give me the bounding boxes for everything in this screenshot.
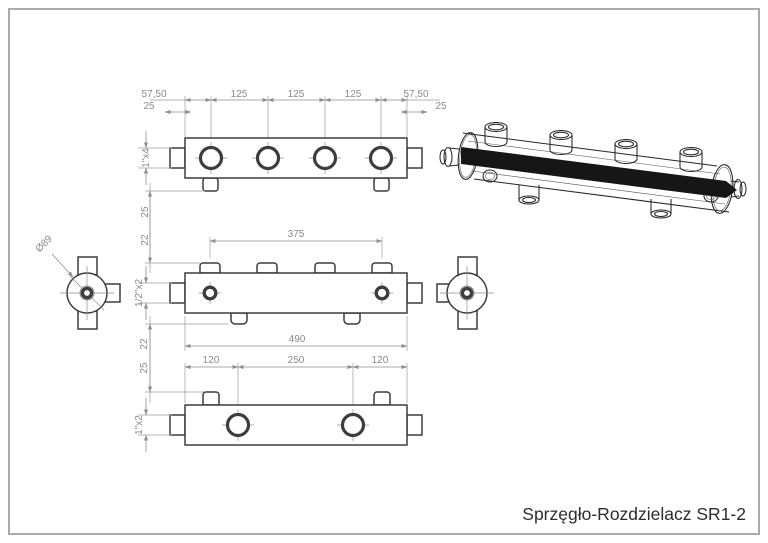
top-view-port-label: 1"x4	[138, 131, 172, 185]
top-view-foot-left	[202, 177, 219, 192]
dim-top-125-1: 125	[231, 89, 248, 100]
left-end-port	[80, 286, 94, 300]
dim-bot-120-right: 120	[372, 355, 389, 366]
bottom-view-ports	[222, 409, 369, 441]
top-view-foot-right	[373, 177, 390, 192]
lower-chain-dimensions: 22 25	[139, 316, 228, 403]
dim-top-25-right: 25	[435, 101, 447, 112]
dim-chain-22: 22	[140, 234, 151, 246]
middle-view-dimensions: 375 490	[184, 229, 408, 351]
middle-view-feet	[230, 312, 361, 325]
bottom-view-dimensions: 120 250 120	[184, 355, 408, 411]
middle-view: 1/2"x2	[134, 262, 423, 325]
dim-diameter-89: Ø89	[34, 233, 55, 254]
top-view-ports	[195, 142, 397, 174]
bottom-port-size-label: 1"x2	[134, 415, 145, 435]
left-end-view: Ø89	[34, 233, 121, 330]
right-end-view	[436, 256, 494, 330]
iso-separator-band	[461, 147, 737, 198]
dim-top-57-right: 57,50	[403, 89, 428, 100]
iso-top-edge	[462, 132, 718, 167]
top-view: 1"x4	[138, 131, 423, 192]
drawing-title: Sprzęgło-Rozdzielacz SR1-2	[522, 504, 746, 524]
dim-top-25-left: 25	[143, 101, 155, 112]
iso-bottom-ports	[518, 185, 672, 219]
middle-view-top-stubs	[199, 262, 393, 274]
bottom-view-top-stubs	[202, 391, 391, 406]
middle-view-body	[184, 272, 408, 314]
upper-chain-dimensions: 25 22	[140, 183, 205, 273]
dim-mid-490: 490	[289, 334, 306, 345]
middle-view-port-label: 1/2"x2	[134, 266, 172, 320]
isometric-view	[439, 121, 747, 219]
diameter-label: Ø89	[34, 233, 74, 278]
top-view-right-stub	[406, 147, 423, 169]
middle-view-left-stub	[169, 282, 186, 304]
dim-chain-25-lower: 25	[139, 362, 150, 374]
bottom-view-left-stub	[169, 414, 186, 436]
right-end-port	[460, 286, 474, 300]
dim-top-125-2: 125	[288, 89, 305, 100]
middle-port-size-label: 1/2"x2	[134, 279, 145, 307]
top-view-dimensions: 57,50 125 125 125 57,50 25 25	[141, 89, 447, 147]
bottom-view-right-stub	[406, 414, 423, 436]
dim-bot-120-left: 120	[203, 355, 220, 366]
top-port-size-label: 1"x4	[141, 148, 152, 168]
dim-bot-250: 250	[288, 355, 305, 366]
iso-bottom-edge	[473, 178, 730, 213]
dim-mid-375: 375	[288, 229, 305, 240]
dim-top-125-3: 125	[345, 89, 362, 100]
bottom-view-port-label: 1"x2	[134, 398, 172, 452]
middle-view-ports	[199, 282, 393, 304]
bottom-view-body	[184, 404, 408, 446]
bottom-view: 1"x2	[134, 391, 423, 452]
top-view-left-stub	[169, 147, 186, 169]
dim-chain-25: 25	[140, 206, 151, 218]
drawing-frame	[8, 8, 760, 535]
iso-left-stub	[439, 146, 460, 168]
middle-view-right-stub	[406, 282, 423, 304]
dim-chain-22-lower: 22	[139, 338, 150, 350]
iso-top-ports	[484, 121, 703, 172]
dim-top-57-left: 57,50	[141, 89, 166, 100]
